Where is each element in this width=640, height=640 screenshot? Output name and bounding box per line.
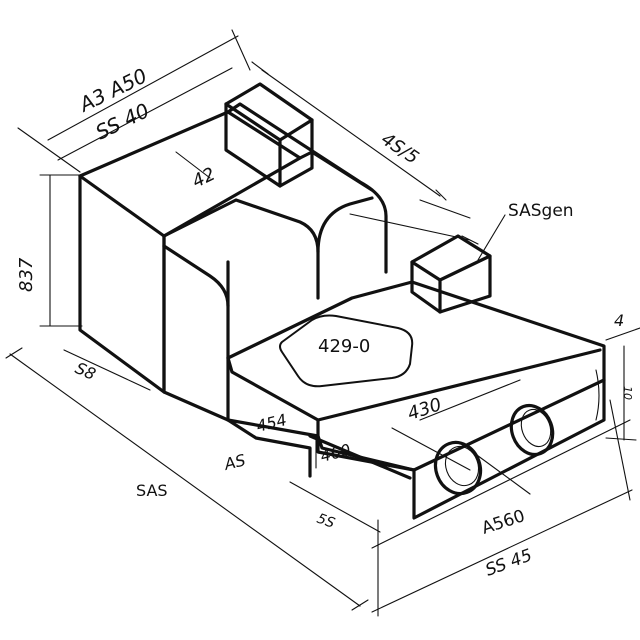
pad-outline xyxy=(279,314,414,388)
step-dim-label-1: 454 xyxy=(254,410,288,436)
length-dim-label: 430 xyxy=(405,394,444,425)
left-depth-label: S8 xyxy=(72,358,98,384)
bottom-right-label-2: SS 45 xyxy=(483,545,535,580)
dimension-lines xyxy=(5,29,640,617)
inner-dim-label: 42 xyxy=(189,164,219,193)
callout-label: SASgen xyxy=(508,201,574,221)
step-dim-label-2: 460 xyxy=(318,440,352,466)
left-height-label: 837 xyxy=(16,257,37,292)
bottom-right-label-1: A560 xyxy=(479,506,527,539)
pad-label: 429-0 xyxy=(318,336,370,357)
side-mark-label: 10 xyxy=(621,386,634,400)
holes xyxy=(433,403,555,496)
hole-details xyxy=(444,369,600,487)
bottom-mid-label: 5S xyxy=(315,511,337,532)
step-dim-label-3: AS xyxy=(221,450,247,474)
top-right-dim-label: 4S/5 xyxy=(377,129,422,169)
part-outline xyxy=(78,82,606,520)
right-edge-label: 4 xyxy=(614,311,624,330)
bottom-left-label: SAS xyxy=(136,481,168,500)
